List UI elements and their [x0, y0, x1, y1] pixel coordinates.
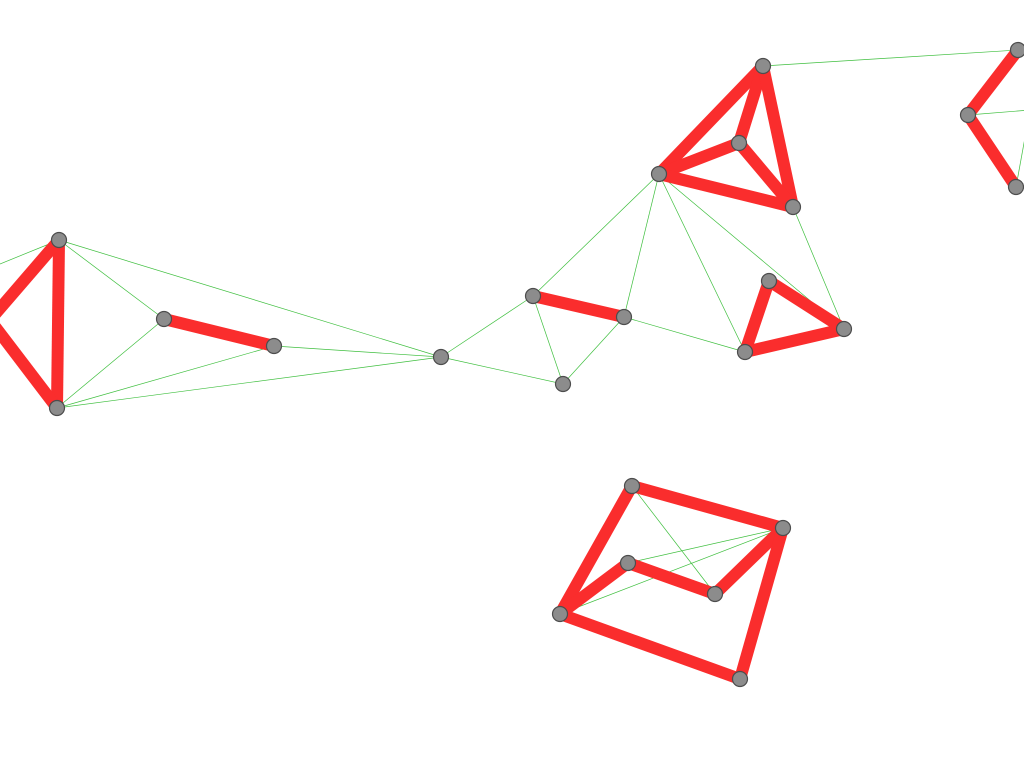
weak-edge-n8-n14 — [623, 316, 746, 353]
graph-node-n0[interactable] — [50, 231, 68, 249]
graph-node-n10[interactable] — [650, 165, 668, 183]
graph-node-n19[interactable] — [959, 106, 977, 124]
strong-edge-n19-n17 — [963, 46, 1023, 119]
strong-edge-n21-n23 — [710, 523, 788, 599]
strong-edge-n12-n13 — [734, 139, 798, 211]
graph-node-n18[interactable] — [1007, 178, 1024, 196]
weak-edge-n5-n9 — [440, 356, 564, 385]
graph-node-n9[interactable] — [554, 375, 572, 393]
graph-node-n16[interactable] — [835, 320, 853, 338]
graph-node-n21[interactable] — [774, 519, 792, 537]
graph-node-n13[interactable] — [784, 198, 802, 216]
graph-node-n8[interactable] — [615, 308, 633, 326]
strong-edge-n21-n24 — [734, 526, 789, 681]
weak-edge-n10-n8 — [623, 173, 660, 318]
graph-node-n24[interactable] — [731, 670, 749, 688]
strong-edge-n14-n15 — [739, 279, 775, 354]
weak-edge-n10-n14 — [658, 173, 746, 353]
graph-node-n12[interactable] — [730, 134, 748, 152]
graph-node-n5[interactable] — [432, 348, 450, 366]
strong-edge-n16-n14 — [743, 323, 846, 358]
graph-node-n11[interactable] — [754, 57, 772, 75]
weak-edge-n11-n17 — [762, 49, 1019, 67]
weak-edge-n8-n9 — [562, 316, 625, 385]
strong-edge-n11-n12 — [733, 64, 769, 145]
graph-node-n23[interactable] — [706, 585, 724, 603]
nodes-layer — [48, 41, 1024, 688]
strong-edge-n10-n12 — [656, 137, 742, 180]
strong-edge-n19-n18 — [963, 111, 1021, 191]
graph-node-n22[interactable] — [551, 605, 569, 623]
weak-edge-n7-n9 — [532, 295, 564, 385]
strong-edge-n10-n13 — [657, 168, 795, 213]
weak-edge-n0-n5 — [58, 239, 442, 358]
strong-edge-n0-n1 — [51, 239, 65, 409]
weak-edge-n5-n7 — [440, 295, 534, 358]
strong-edge-n20-n21 — [630, 480, 785, 534]
graph-node-n3[interactable] — [155, 310, 173, 328]
graph-node-n20[interactable] — [623, 477, 641, 495]
strong-edge-n22-n24 — [557, 608, 743, 685]
strong-edge-n25-n23 — [625, 557, 718, 600]
strong-edge-n2-n1 — [0, 323, 62, 412]
graph-node-n25[interactable] — [619, 554, 637, 572]
strong-edge-n20-n22 — [554, 483, 638, 617]
graph-node-n1[interactable] — [48, 399, 66, 417]
strong-edge-n3-n4 — [162, 313, 276, 352]
weak-edge-n4-n5 — [273, 345, 442, 358]
weak-edge-n20-n23 — [631, 485, 716, 595]
strong-edge-n10-n11 — [654, 61, 768, 179]
weak-edge-n0-n3 — [58, 239, 165, 320]
weak-edge-n18-n19w — [1015, 141, 1024, 188]
weak-edge-n1-n4 — [56, 345, 275, 409]
strong-edge-n7-n8 — [531, 290, 626, 323]
graph-node-n4[interactable] — [265, 337, 283, 355]
weak-edge-n1-n5 — [56, 356, 442, 409]
strong-edges-layer — [0, 46, 1023, 685]
weak-edge-n13-n16 — [792, 206, 845, 330]
weak-edge-n1-n3 — [56, 318, 165, 409]
weak-edge-n7-n10 — [532, 173, 660, 297]
weak-edge-n21-n22 — [559, 527, 784, 615]
graph-node-n7[interactable] — [524, 287, 542, 305]
strong-edge-n11-n13 — [757, 64, 799, 209]
strong-edge-n22-n25 — [556, 558, 632, 619]
strong-edge-n15-n16 — [765, 275, 848, 335]
graph-node-n14[interactable] — [736, 343, 754, 361]
weak-edge-n21-n25 — [627, 527, 784, 564]
weak-edge-n19-n19w — [967, 110, 1024, 116]
weak-edges-layer — [0, 49, 1024, 615]
strong-edge-n0-n2 — [0, 236, 64, 318]
graph-node-n15[interactable] — [760, 272, 778, 290]
graph-node-n17[interactable] — [1009, 41, 1024, 59]
